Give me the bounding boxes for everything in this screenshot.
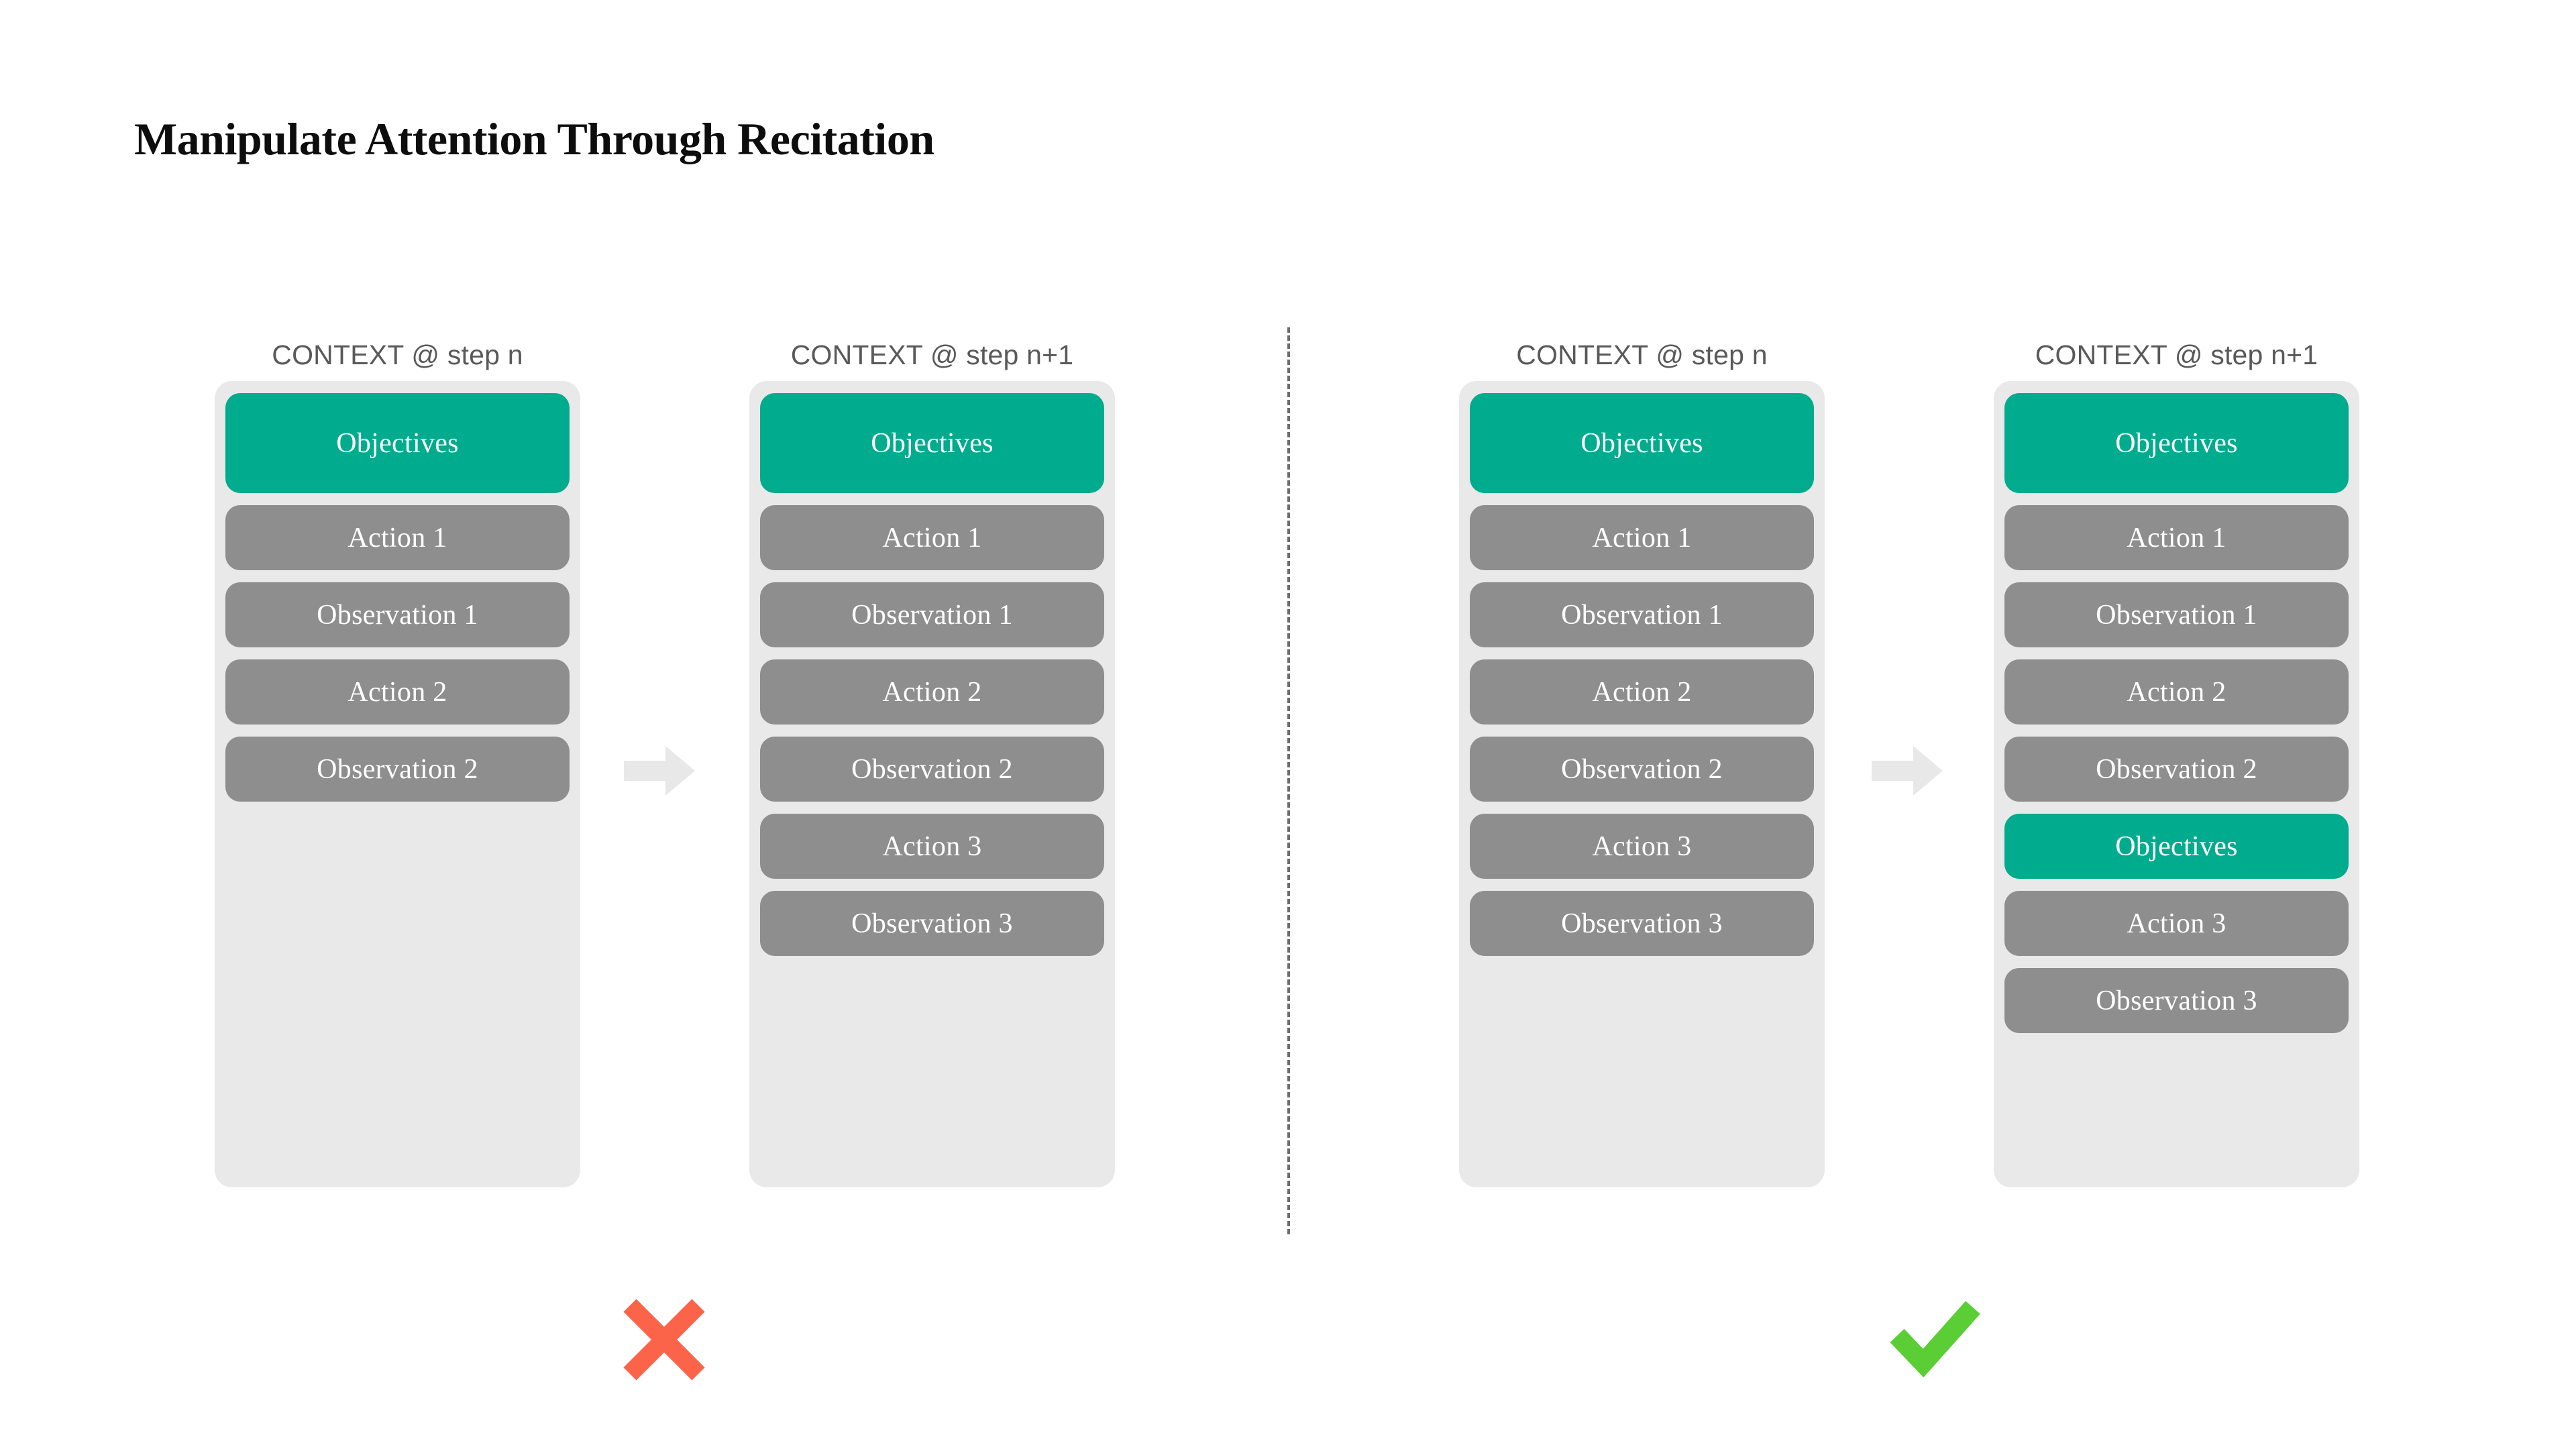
chip-observation-3[interactable]: Observation 3 — [760, 891, 1104, 956]
chip-action-1[interactable]: Action 1 — [760, 505, 1104, 570]
chip-action-1[interactable]: Action 1 — [225, 505, 570, 570]
chip-objectives[interactable]: Objectives — [2004, 393, 2349, 493]
chip-observation-2[interactable]: Observation 2 — [760, 737, 1104, 802]
chip-action-2[interactable]: Action 2 — [2004, 659, 2349, 724]
cross-mark-icon — [614, 1288, 714, 1389]
column-header-2: CONTEXT @ step n+1 — [790, 339, 1074, 370]
context-stack-3: Objectives Action 1 Observation 1 Action… — [1459, 381, 1825, 1187]
chip-action-3[interactable]: Action 3 — [2004, 891, 2349, 956]
right-arrow-icon-2 — [1872, 746, 1943, 796]
context-stack-4: Objectives Action 1 Observation 1 Action… — [1994, 381, 2359, 1187]
chip-action-2[interactable]: Action 2 — [760, 659, 1104, 724]
chip-observation-2[interactable]: Observation 2 — [2004, 737, 2349, 802]
chip-action-3[interactable]: Action 3 — [760, 814, 1104, 879]
chip-observation-3[interactable]: Observation 3 — [1470, 891, 1814, 956]
chip-action-2[interactable]: Action 2 — [225, 659, 570, 724]
chip-objectives[interactable]: Objectives — [225, 393, 570, 493]
check-mark-icon — [1885, 1285, 1986, 1385]
chip-objectives[interactable]: Objectives — [1470, 393, 1814, 493]
chip-action-1[interactable]: Action 1 — [2004, 505, 2349, 570]
chip-action-1[interactable]: Action 1 — [1470, 505, 1814, 570]
context-stack-2: Objectives Action 1 Observation 1 Action… — [749, 381, 1115, 1187]
chip-action-3[interactable]: Action 3 — [1470, 814, 1814, 879]
chip-observation-1[interactable]: Observation 1 — [1470, 582, 1814, 647]
context-stack-1: Objectives Action 1 Observation 1 Action… — [215, 381, 580, 1187]
column-header-3: CONTEXT @ step n — [1516, 339, 1768, 370]
chip-objectives[interactable]: Objectives — [760, 393, 1104, 493]
chip-observation-3[interactable]: Observation 3 — [2004, 968, 2349, 1033]
column-header-4: CONTEXT @ step n+1 — [2035, 339, 2318, 370]
chip-observation-2[interactable]: Observation 2 — [1470, 737, 1814, 802]
chip-observation-2[interactable]: Observation 2 — [225, 737, 570, 802]
chip-observation-1[interactable]: Observation 1 — [225, 582, 570, 647]
page-title: Manipulate Attention Through Recitation — [134, 113, 934, 164]
right-arrow-icon-1 — [624, 746, 695, 796]
chip-observation-1[interactable]: Observation 1 — [2004, 582, 2349, 647]
chip-action-2[interactable]: Action 2 — [1470, 659, 1814, 724]
chip-observation-1[interactable]: Observation 1 — [760, 582, 1104, 647]
chip-objectives-recited[interactable]: Objectives — [2004, 814, 2349, 879]
column-header-1: CONTEXT @ step n — [272, 339, 523, 370]
section-divider — [1287, 327, 1290, 1234]
